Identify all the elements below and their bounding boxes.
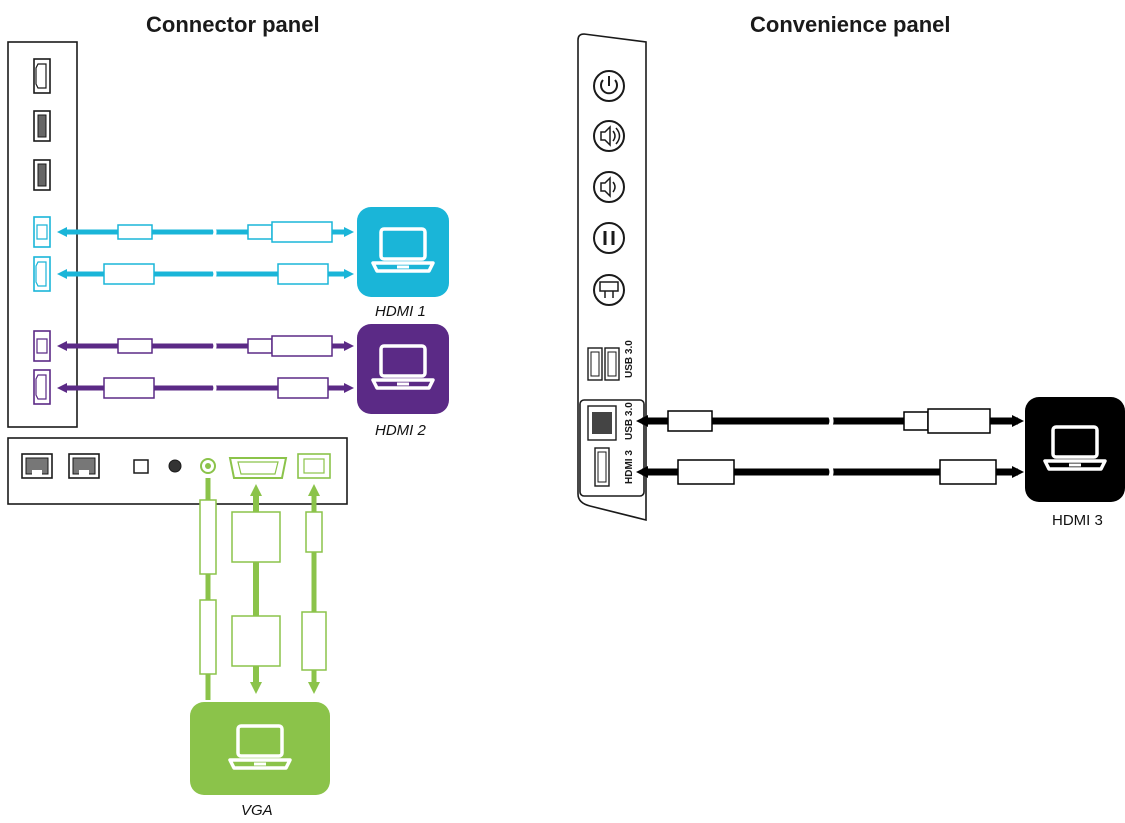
ethernet-port-1	[21, 453, 53, 479]
usb-a-port-front-2	[604, 347, 620, 381]
hdmi-port-hdmi3	[594, 447, 610, 487]
usb-a-port-2	[33, 159, 51, 191]
computer-vga	[190, 702, 330, 795]
computer-hdmi1	[357, 207, 449, 297]
hdmi3-label: HDMI 3	[1052, 512, 1103, 529]
vga-label: VGA	[241, 802, 273, 819]
hdmi3-port-label: HDMI 3	[624, 450, 635, 484]
screen-freeze-icon[interactable]	[593, 274, 625, 306]
hdmi1-label: HDMI 1	[375, 303, 426, 320]
hdmi-port-hdmi1	[33, 256, 51, 292]
power-icon[interactable]	[593, 70, 625, 102]
pause-icon[interactable]	[593, 222, 625, 254]
ethernet-port-2	[68, 453, 100, 479]
usb-b-port-vga	[297, 453, 331, 479]
usb-port-label-upper: USB 3.0	[624, 340, 635, 378]
vga-port	[228, 457, 288, 479]
vga-cables	[199, 478, 327, 700]
hdmi3-cables	[636, 408, 1024, 485]
hdmi2-label: HDMI 2	[375, 422, 426, 439]
usb-b-port-hdmi1	[33, 216, 51, 248]
optical-audio-port	[133, 459, 149, 474]
connector-panel-horizontal	[7, 437, 348, 505]
computer-hdmi3	[1025, 397, 1125, 502]
convenience-panel: USB 3.0 USB 3.0 HDMI 3	[577, 33, 647, 522]
hdmi-port-top	[33, 58, 51, 94]
usb-port-label-connected: USB 3.0	[624, 402, 635, 440]
headphone-jack	[168, 459, 182, 473]
volume-up-icon[interactable]	[593, 120, 625, 152]
computer-hdmi2	[357, 324, 449, 414]
connector-panel-title: Connector panel	[146, 12, 320, 37]
hdmi-port-hdmi2	[33, 369, 51, 405]
usb-a-port-front-1	[587, 347, 603, 381]
hdmi2-cables	[57, 335, 354, 399]
usb-b-port-hdmi2	[33, 330, 51, 362]
volume-down-icon[interactable]	[593, 171, 625, 203]
convenience-panel-title: Convenience panel	[750, 12, 951, 37]
usb-a-port-1	[33, 110, 51, 142]
hdmi1-cables	[57, 221, 354, 285]
